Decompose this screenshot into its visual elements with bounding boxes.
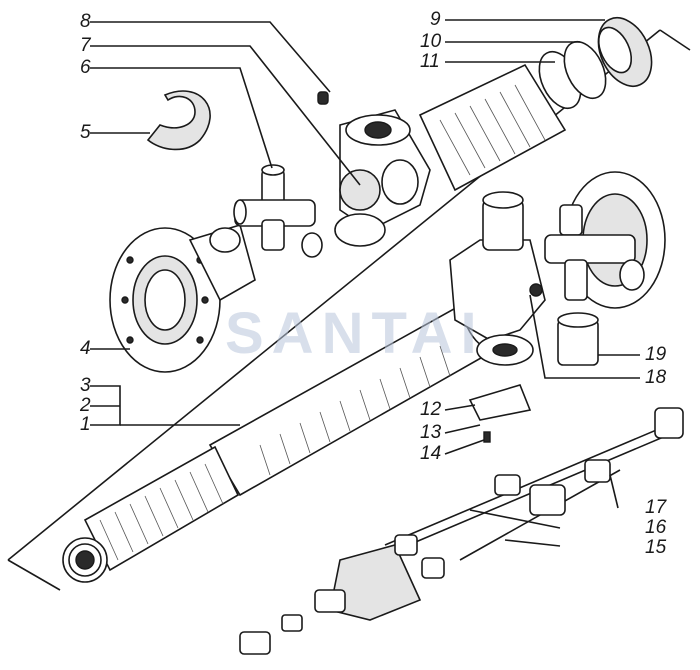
- callout-6: 6: [80, 57, 91, 78]
- dust-seal: [146, 90, 211, 151]
- upper-tube: [418, 63, 567, 192]
- callout-13: 13: [420, 422, 442, 443]
- callout-8: 8: [80, 11, 91, 32]
- callout-7: 7: [80, 35, 91, 56]
- bearing-rings: [538, 17, 653, 110]
- slip-yoke: [334, 109, 431, 247]
- callout-14: 14: [420, 443, 442, 464]
- callout-15: 15: [645, 537, 667, 558]
- driveline-assembly: [239, 407, 684, 655]
- right-flange-assembly: [529, 171, 666, 366]
- callout-12: 12: [420, 399, 442, 420]
- intermediate-support: [449, 191, 546, 443]
- universal-joint-spider: [233, 164, 323, 258]
- watermark: SANTAI: [225, 301, 485, 366]
- callout-10: 10: [420, 31, 442, 52]
- leader-lines: [90, 19, 640, 547]
- callout-4: 4: [80, 338, 91, 359]
- callout-17: 17: [645, 497, 667, 518]
- callout-19: 19: [645, 344, 667, 365]
- callout-11: 11: [420, 51, 440, 72]
- callout-9: 9: [430, 9, 441, 30]
- callout-3: 3: [80, 375, 91, 396]
- callout-5: 5: [80, 122, 91, 143]
- callout-18: 18: [645, 367, 667, 388]
- callout-16: 16: [645, 517, 667, 538]
- callout-2: 2: [80, 395, 91, 416]
- companion-flange: [109, 223, 256, 373]
- grease-nipple: [317, 91, 329, 105]
- callout-1: 1: [80, 414, 91, 435]
